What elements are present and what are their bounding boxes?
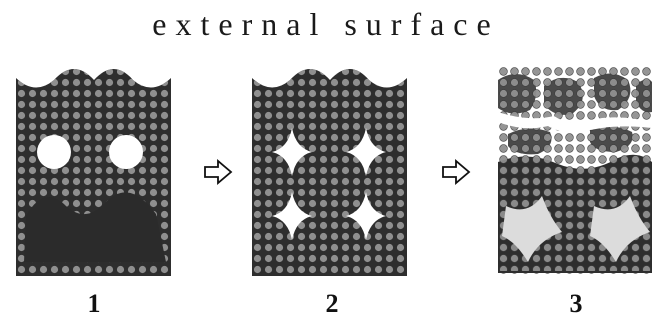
step-label-1: 1 — [87, 289, 101, 318]
step-label-2: 2 — [325, 289, 339, 318]
stage-3-diagram — [498, 66, 652, 276]
step-label-3: 3 — [569, 289, 583, 318]
diagram-title: external surface — [152, 6, 500, 42]
arrow-right-icon — [204, 159, 233, 185]
stage-1-diagram — [16, 66, 171, 276]
arrow-right-icon — [442, 159, 471, 185]
stage-2-diagram — [252, 66, 407, 276]
